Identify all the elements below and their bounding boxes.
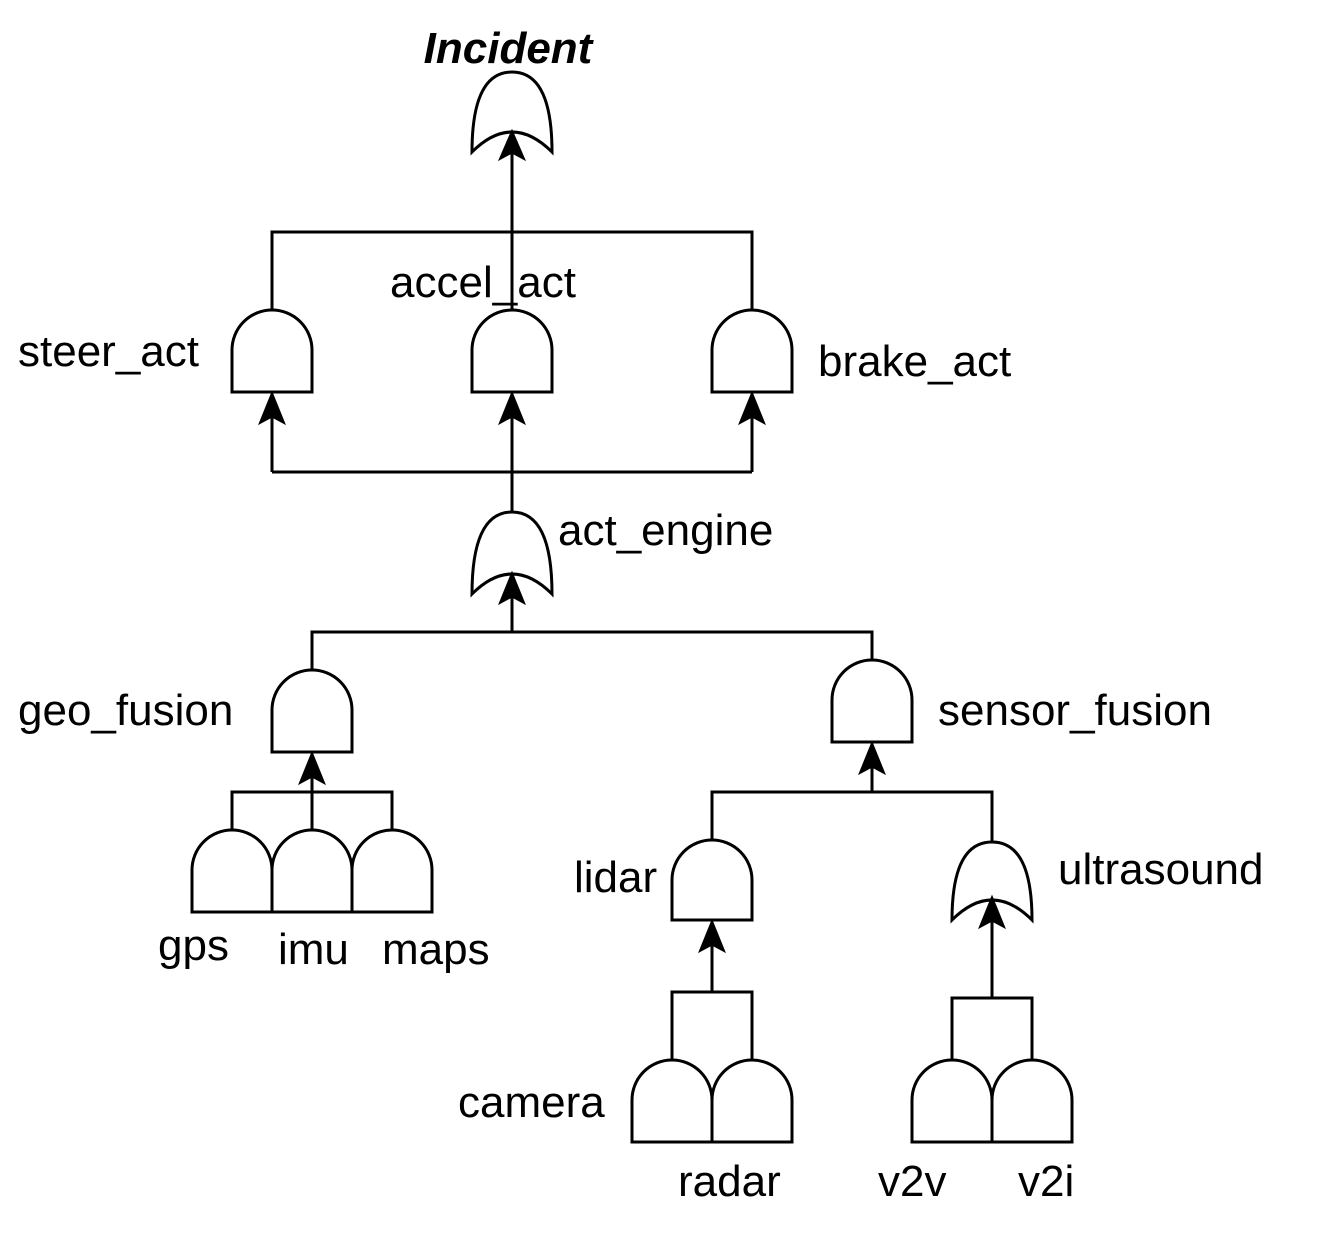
gates [190, 70, 1074, 1144]
label-radar: radar [678, 1157, 781, 1206]
arrow-into-geo-fusion [298, 750, 326, 786]
arrow-into-act-engine [498, 570, 526, 606]
label-geo-fusion: geo_fusion [18, 686, 233, 735]
label-v2v: v2v [878, 1157, 946, 1206]
wire-actuator-feed-bus [270, 412, 754, 474]
and-gate-v2v [910, 1058, 994, 1144]
label-gps: gps [158, 921, 229, 970]
label-steer-act: steer_act [18, 327, 199, 376]
and-gate-maps [350, 828, 434, 914]
arrow-into-ultrasound [978, 894, 1006, 930]
connectors [230, 150, 1034, 1062]
arrow-into-accel-act [498, 390, 526, 426]
label-v2i: v2i [1018, 1157, 1074, 1206]
label-imu: imu [278, 925, 349, 974]
arrow-into-brake-act [738, 390, 766, 426]
and-gate-steer-act [230, 308, 314, 394]
and-gate-accel-act [470, 308, 554, 394]
wire-geo-inputs [230, 772, 394, 832]
wire-actuator-bus [270, 230, 754, 312]
label-ultrasound: ultrasound [1058, 845, 1263, 894]
wire-sensor-inputs [710, 762, 994, 842]
label-camera: camera [458, 1078, 605, 1127]
label-sensor-fusion: sensor_fusion [938, 686, 1212, 735]
label-incident: Incident [424, 24, 595, 73]
wire-lidar-inputs [670, 932, 754, 1062]
and-gate-sensor-fusion [830, 658, 914, 744]
arrow-into-lidar [698, 918, 726, 954]
arrow-into-sensor-fusion [858, 740, 886, 776]
and-gate-lidar [670, 838, 754, 922]
and-gate-camera [630, 1058, 714, 1144]
wire-ultrasound-inputs [950, 915, 1034, 1062]
and-gate-imu [270, 828, 354, 914]
label-lidar: lidar [574, 853, 657, 902]
and-gate-brake-act [710, 308, 794, 394]
and-gate-radar [710, 1058, 794, 1144]
label-act-engine: act_engine [558, 506, 773, 555]
and-gate-gps [190, 828, 274, 914]
label-maps: maps [382, 925, 490, 974]
and-gate-v2i [990, 1058, 1074, 1144]
labels: Incident accel_act steer_act brake_act a… [18, 24, 1263, 1206]
wire-fusion-bus [310, 594, 874, 672]
and-gate-geo-fusion [270, 668, 354, 754]
arrow-into-incident [497, 128, 527, 162]
arrowheads [258, 128, 1006, 954]
label-brake-act: brake_act [818, 337, 1011, 386]
arrow-into-steer-act [258, 390, 286, 426]
label-accel-act: accel_act [390, 258, 576, 307]
